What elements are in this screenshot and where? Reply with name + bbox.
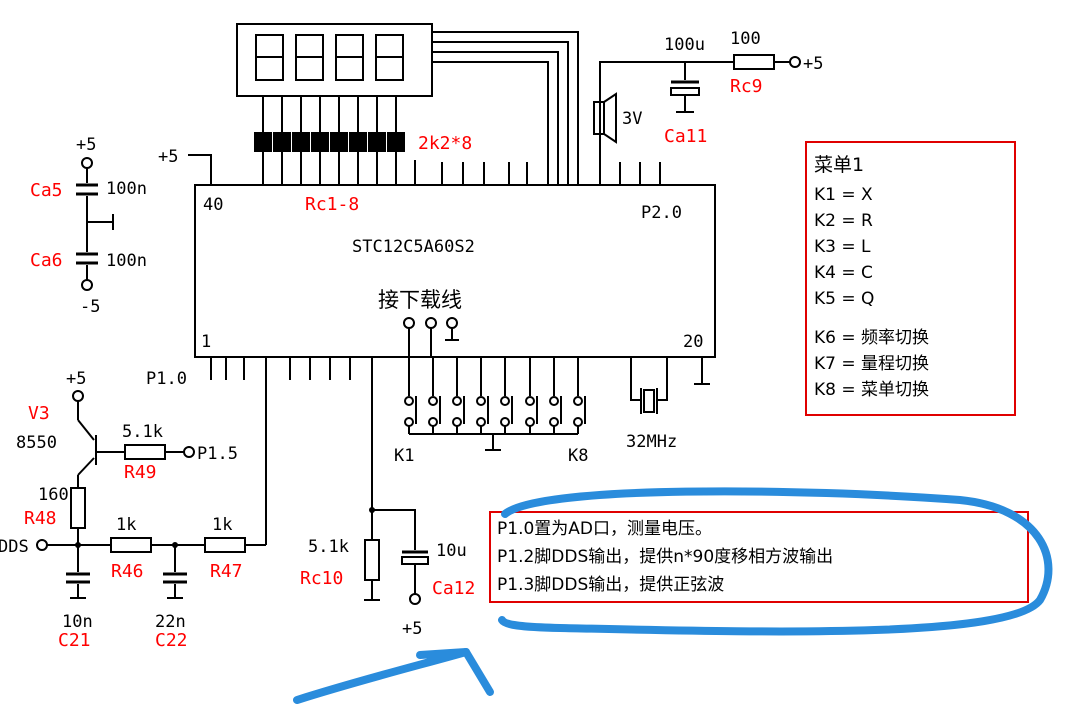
pin40-plus5: +5 — [158, 147, 178, 167]
r48-label: R48 — [24, 508, 57, 529]
digit-2 — [295, 34, 324, 81]
resistor-array-label: Rc1-8 — [305, 194, 359, 215]
c22-value: 22n — [155, 612, 186, 632]
download-label: 接下载线 — [378, 288, 462, 312]
ca6-value: 100n — [106, 251, 147, 271]
menu-title: 菜单1 — [814, 154, 864, 176]
menu-box — [805, 141, 1016, 416]
seven-segment-display — [236, 23, 661, 185]
pin40-label: 40 — [203, 195, 223, 215]
ca11-label: Ca11 — [664, 126, 707, 147]
key-k8-label: K8 — [568, 446, 588, 466]
note-line: P1.0置为AD口，测量电压。 — [497, 519, 712, 539]
v3-model: 8550 — [16, 433, 57, 453]
mcu-chip: STC12C5A60S2 40 P2.0 1 20 接下载线 — [194, 184, 716, 358]
c22-label: C22 — [155, 630, 188, 651]
key-switch — [404, 357, 417, 434]
menu-item: K8 = 菜单切换 — [814, 380, 929, 400]
menu-legend: 菜单1 K1 = X K2 = R K3 = L K4 = C K5 = Q K… — [805, 141, 1016, 416]
pin40-supply: +5 — [158, 147, 212, 185]
buzzer-voltage: 3V — [622, 109, 642, 129]
v3-plus5: +5 — [66, 369, 86, 389]
pin20-label: 20 — [683, 332, 703, 352]
c21-label: C21 — [58, 630, 91, 651]
resistor-array-rc1-8: 2k2*8 Rc1-8 — [254, 132, 472, 215]
p10-label: P1.0 — [146, 369, 187, 389]
r46-label: R46 — [111, 561, 144, 582]
chip-bottom-pins: P1.0 — [146, 357, 373, 545]
mcu-body — [194, 184, 716, 358]
blue-annotation — [293, 487, 1053, 704]
ca12-value: 10u — [436, 541, 467, 561]
notes-box: P1.0置为AD口，测量电压。 P1.2脚DDS输出，提供n*90度移相方波输出… — [489, 511, 1029, 603]
r47-value: 1k — [212, 515, 232, 535]
ca5-label: Ca5 — [30, 180, 63, 201]
key-switch — [525, 357, 538, 434]
menu-item: K5 = Q — [814, 289, 874, 309]
key-switch — [573, 357, 586, 434]
rc10-value: 5.1k — [308, 537, 349, 557]
dds-filter: 160 R48 DDS 1k R46 1k R47 10n C21 22n C2… — [0, 485, 266, 651]
key-switch — [476, 357, 489, 434]
menu-item: K3 = L — [814, 237, 871, 257]
download-connector — [403, 317, 459, 357]
p20-label: P2.0 — [641, 203, 682, 223]
ca12-label: Ca12 — [432, 578, 475, 599]
resistor-array-value: 2k2*8 — [418, 133, 472, 154]
menu-item: K7 = 量程切换 — [814, 354, 929, 374]
note-line: P1.2脚DDS输出，提供n*90度移相方波输出 — [497, 547, 833, 567]
key-k1-label: K1 — [394, 446, 414, 466]
r49-label: R49 — [124, 462, 157, 483]
key-switch — [428, 357, 441, 434]
key-switch — [500, 357, 513, 434]
ca6-label: Ca6 — [30, 250, 63, 271]
ca12-plus5: +5 — [402, 619, 422, 639]
r47-label: R47 — [210, 561, 243, 582]
rc10-label: Rc10 — [300, 568, 343, 589]
r46-value: 1k — [116, 515, 136, 535]
rc9-plus5: +5 — [803, 54, 823, 74]
note-line: P1.3脚DDS输出，提供正弦波 — [497, 575, 724, 595]
key-switch — [549, 357, 562, 434]
menu-item: K1 = X — [814, 185, 873, 205]
digit-4 — [375, 34, 404, 81]
ca5-value: 100n — [106, 179, 147, 199]
decoupling-minus5: -5 — [80, 297, 100, 317]
crystal-32mhz: 32MHz — [626, 357, 710, 452]
mcu-name: STC12C5A60S2 — [352, 237, 475, 257]
crystal-freq: 32MHz — [626, 432, 677, 452]
key-switch-array: K1 K8 — [394, 357, 588, 466]
r48-value: 160 — [38, 485, 69, 505]
transistor-v3: +5 V3 8550 5.1k R49 P1.5 — [16, 369, 238, 488]
menu-item: K2 = R — [814, 211, 873, 231]
c21-value: 10n — [62, 612, 93, 632]
key-switch — [452, 357, 465, 434]
menu-item: K4 = C — [814, 263, 873, 283]
r100-value: 100 — [730, 29, 761, 49]
v3-label: V3 — [28, 403, 50, 424]
decoupling-caps: +5 -5 Ca5 100n Ca6 100n — [30, 135, 147, 317]
adc-input: 5.1k Rc10 10u Ca12 +5 — [300, 507, 475, 639]
p15-label: P1.5 — [197, 444, 238, 464]
digit-3 — [335, 34, 364, 81]
buzzer-circuit: 3V 100u Ca11 100 Rc9 +5 — [593, 29, 823, 185]
cap-100u-value: 100u — [664, 35, 705, 55]
decoupling-plus5: +5 — [76, 135, 96, 155]
menu-item: K6 = 频率切换 — [814, 328, 929, 348]
dds-label: DDS — [0, 537, 29, 557]
pin1-label: 1 — [201, 332, 211, 352]
digit-1 — [255, 34, 284, 81]
rc9-label: Rc9 — [730, 76, 763, 97]
r49-value: 5.1k — [122, 422, 163, 442]
